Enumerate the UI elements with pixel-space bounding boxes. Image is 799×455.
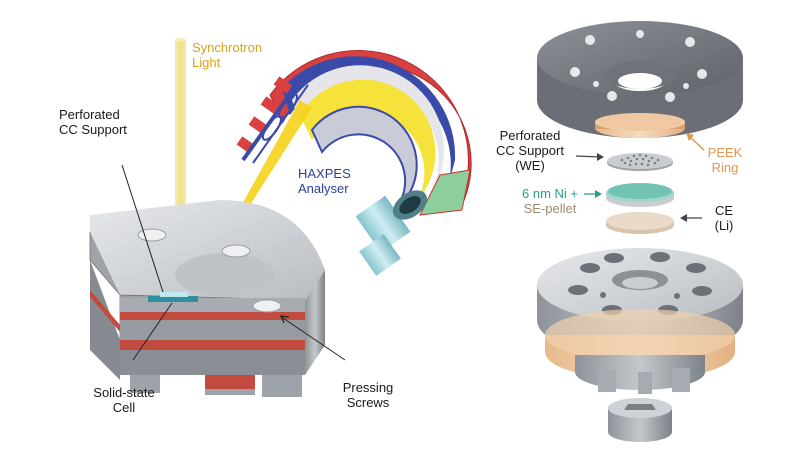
label-se-pellet-line2: SE-pellet	[523, 201, 577, 216]
cut-layer-3	[120, 350, 305, 375]
label-haxpes-line2: Analyser	[298, 181, 349, 196]
label-peek-line1: PEEK	[707, 145, 743, 160]
label-ce-line2: (Li)	[714, 218, 734, 233]
cell-recess	[175, 253, 275, 297]
leader-solid-state	[132, 302, 173, 361]
analyser-yellow-path	[300, 79, 436, 205]
label-peek-line2: Ring	[711, 160, 739, 175]
cut-layer-2	[120, 320, 305, 340]
label-pressing-line1: Pressing	[342, 380, 394, 395]
label-solid-state-line2: Cell	[112, 400, 136, 415]
label-pressing-line2: Screws	[346, 395, 390, 410]
haxpes-analyser	[186, 49, 472, 305]
label-ce-line1: CE	[714, 203, 734, 218]
ce-li-disk	[606, 212, 674, 230]
cell-cutaway	[89, 200, 325, 397]
detector-camera	[355, 190, 428, 276]
label-solid-state-line1: Solid-state	[93, 385, 155, 400]
label-perforated-right-line3: (WE)	[515, 158, 545, 173]
leader-pressing-screws	[279, 315, 346, 361]
sample-cell	[148, 296, 198, 302]
label-ni-se-pellet: 6 nm Ni + SE-pellet	[514, 186, 586, 216]
exploded-stack	[537, 21, 743, 442]
label-synchrotron-line1: Synchrotron	[192, 40, 263, 55]
label-perforated-right: Perforated CC Support (WE)	[487, 128, 573, 173]
label-perforated-left: Perforated CC Support	[59, 107, 127, 137]
label-solid-state: Solid-state Cell	[80, 385, 168, 415]
top-flange	[537, 21, 743, 138]
label-ce-li: CE (Li)	[704, 203, 744, 233]
perforated-cc-support	[160, 292, 188, 297]
arrows-right	[575, 133, 705, 222]
leader-perforated-left	[121, 164, 164, 293]
label-pressing-screws: Pressing Screws	[333, 380, 403, 410]
screw-head-2	[221, 244, 251, 258]
label-haxpes: HAXPES Analyser	[298, 166, 351, 196]
label-peek-ring: PEEK Ring	[700, 145, 750, 175]
label-synchrotron-line2: Light	[192, 55, 221, 70]
perforation-dots	[620, 153, 660, 167]
label-synchrotron: Synchrotron Light	[192, 40, 262, 70]
screw-head-3	[252, 299, 282, 313]
label-perforated-left-line2: CC Support	[59, 122, 127, 137]
label-perforated-left-line1: Perforated	[59, 107, 120, 122]
label-perforated-right-line2: CC Support	[496, 143, 564, 158]
bottom-plug	[608, 398, 672, 442]
label-haxpes-line1: HAXPES	[298, 166, 351, 181]
copper-layer-2	[120, 340, 305, 350]
lens-column	[236, 76, 309, 164]
label-perforated-right-line1: Perforated	[499, 128, 561, 143]
label-ni-line1: 6 nm Ni +	[522, 186, 578, 201]
copper-layer-1	[120, 312, 305, 320]
leader-lines	[121, 164, 346, 361]
screw-head-1	[137, 228, 167, 242]
